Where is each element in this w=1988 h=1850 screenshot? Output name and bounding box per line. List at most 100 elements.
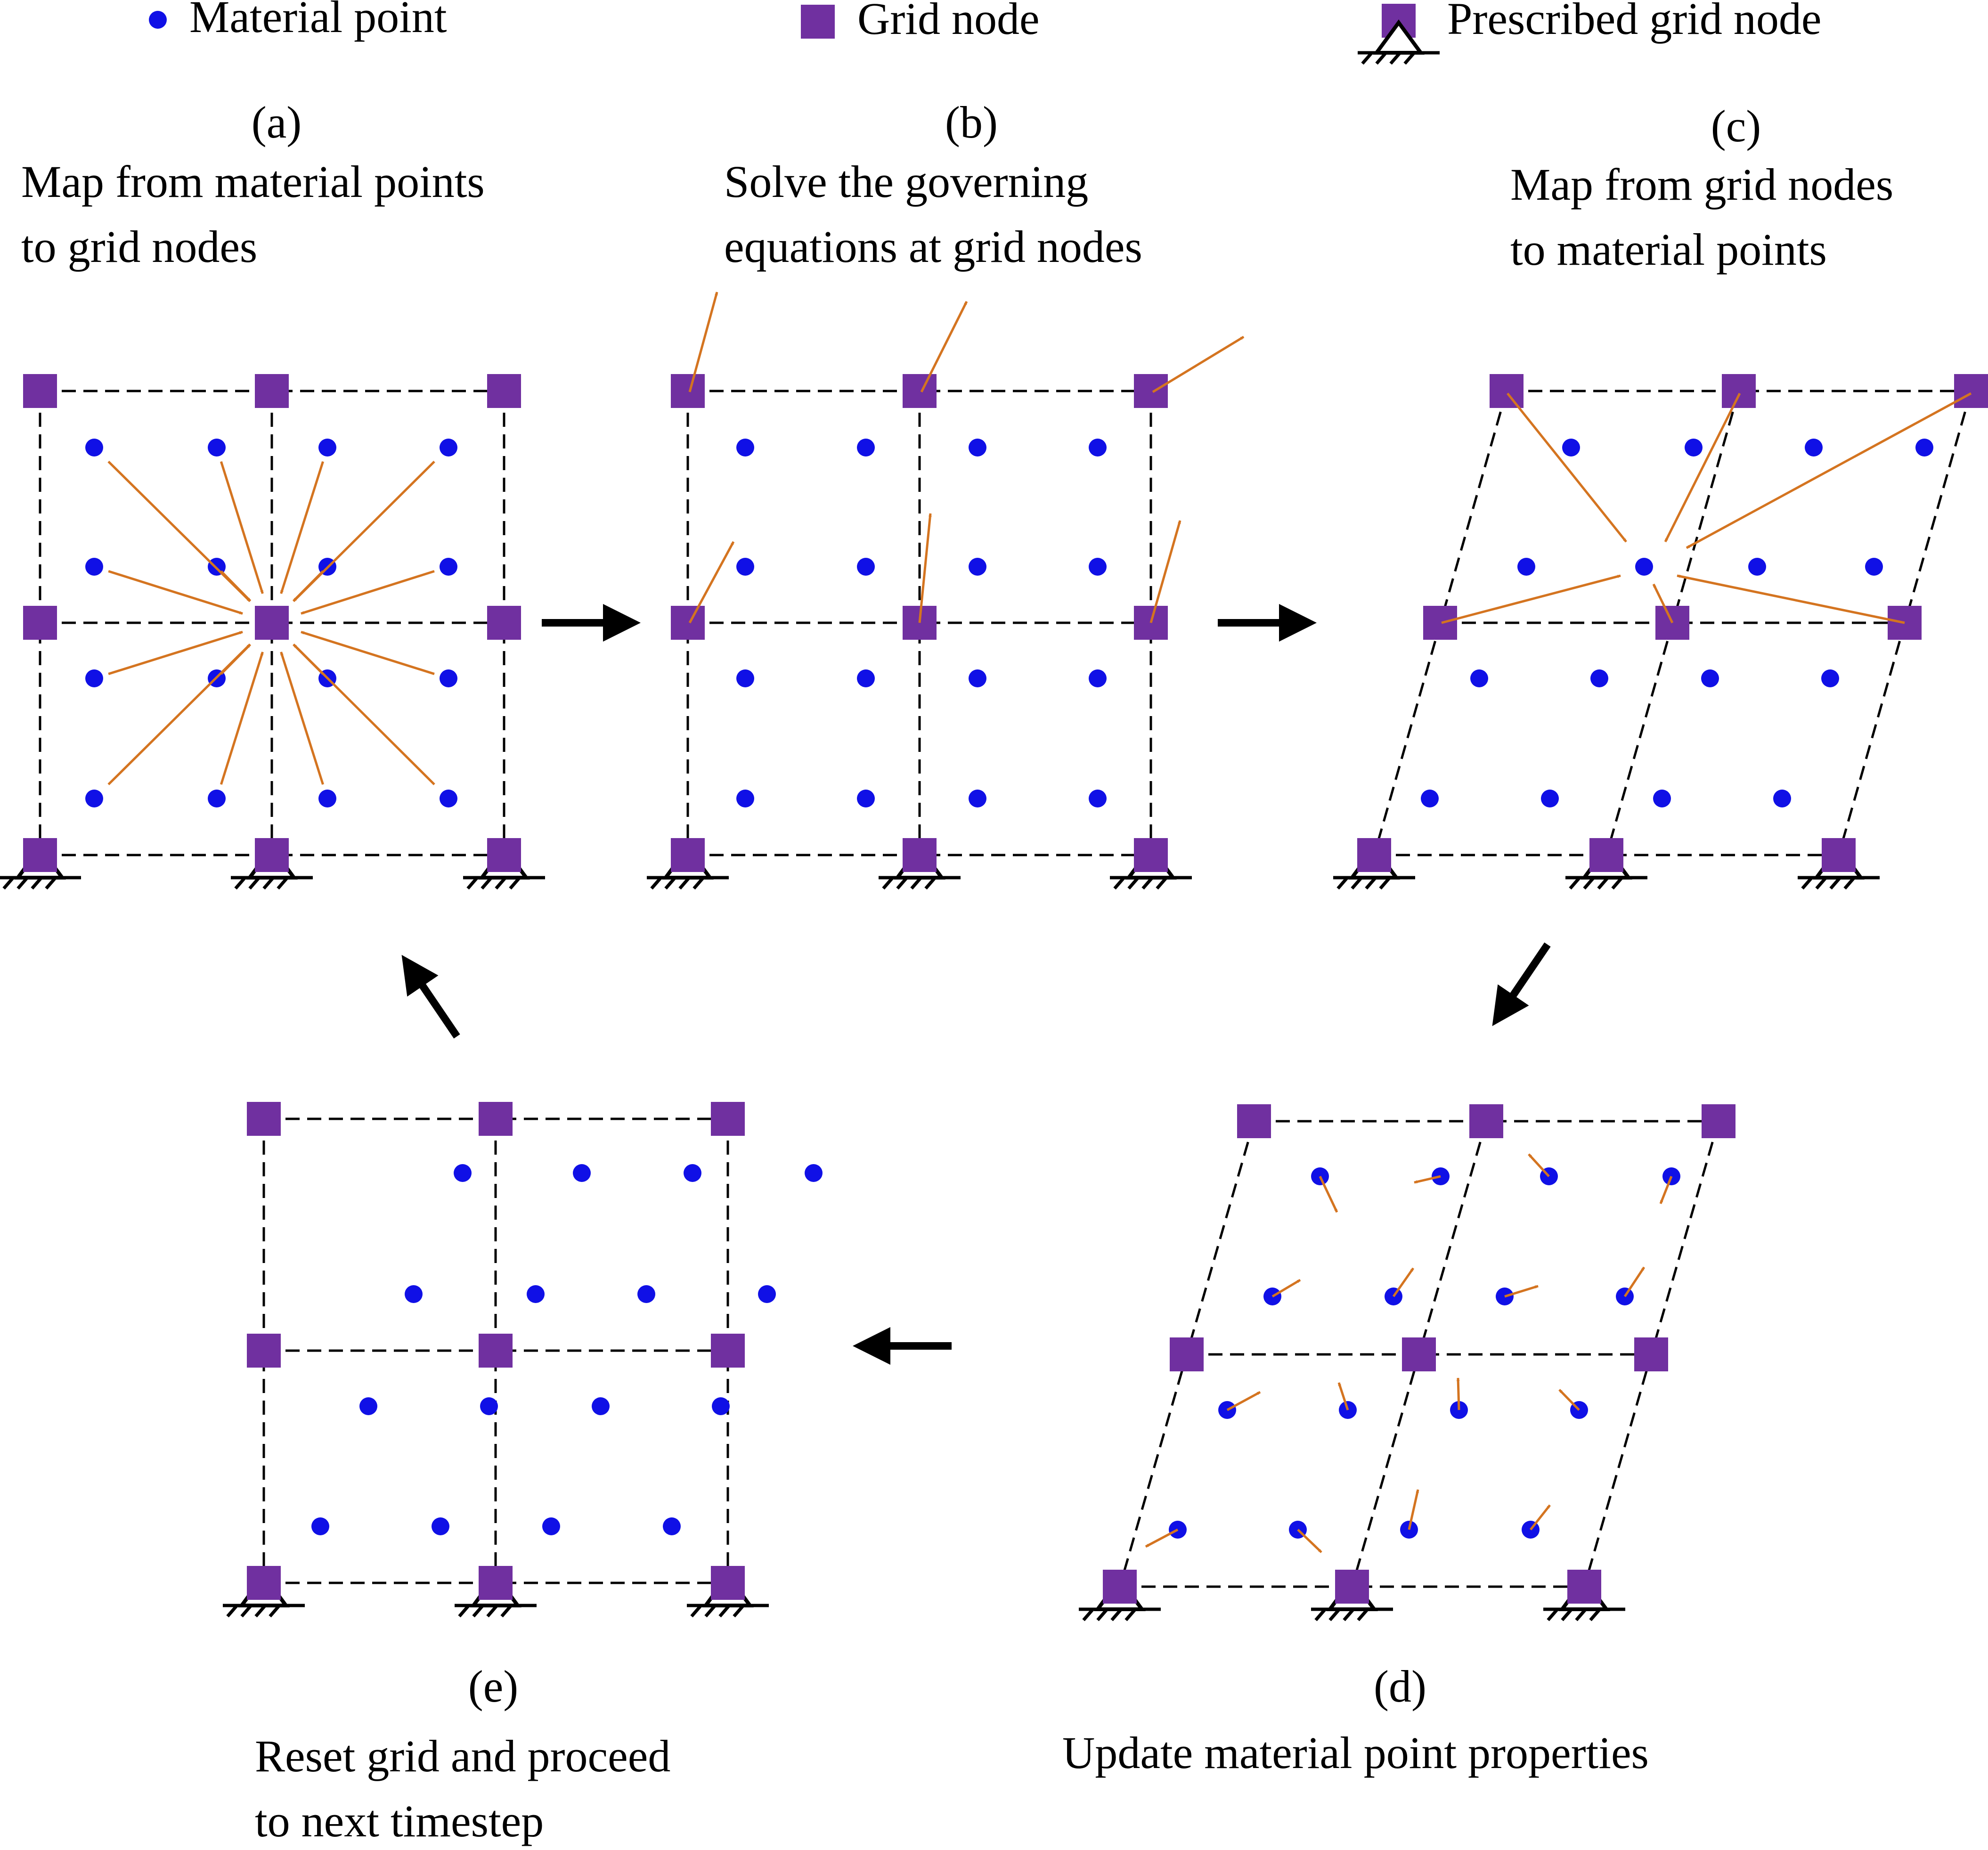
material-point <box>311 1517 329 1535</box>
grid-node <box>487 374 521 408</box>
legend-material-point-icon <box>149 11 167 29</box>
grid-node <box>1134 374 1168 408</box>
material-point <box>432 1517 449 1535</box>
panel-b-caption-line-2: equations at grid nodes <box>724 221 1142 272</box>
grid-node <box>255 606 289 640</box>
grid-node <box>903 374 937 408</box>
mapping-arrow <box>108 570 243 615</box>
material-point <box>1562 439 1580 456</box>
grid-node <box>1402 1337 1436 1371</box>
material-point <box>1089 669 1107 687</box>
mapping-arrow <box>1226 1391 1261 1411</box>
mapping-arrow <box>292 570 324 602</box>
panel-e-label: (e) <box>468 1661 519 1711</box>
legend-grid-node-label: Grid node <box>857 0 1040 44</box>
grid-node <box>1954 374 1988 408</box>
grid-node <box>479 1102 513 1136</box>
material-point <box>592 1397 610 1415</box>
material-point <box>1089 790 1107 807</box>
material-point <box>440 669 457 687</box>
material-point <box>712 1397 730 1415</box>
mapping-arrow <box>1530 1504 1551 1531</box>
grid-node <box>247 1566 281 1600</box>
grid-node <box>1822 838 1856 872</box>
material-point <box>542 1517 560 1535</box>
material-point <box>1541 790 1559 807</box>
panel-b-diagram <box>647 292 1245 890</box>
material-point <box>969 790 986 807</box>
mapping-arrow <box>1319 1175 1338 1213</box>
grid-node <box>255 374 289 408</box>
mapping-arrow <box>1152 335 1245 393</box>
legend-prescribed-grid-node-icon <box>1358 4 1440 65</box>
panel-c-label: (c) <box>1711 101 1761 151</box>
grid-node <box>1357 838 1391 872</box>
material-point <box>969 669 986 687</box>
flow-arrow-e-to-a <box>401 954 460 1039</box>
panel-a-label: (a) <box>252 97 302 147</box>
material-point <box>857 558 875 576</box>
material-point <box>573 1164 591 1182</box>
panel-c-caption-line-2: to material points <box>1510 224 1827 275</box>
grid-node <box>1469 1104 1503 1138</box>
material-point <box>857 669 875 687</box>
material-point <box>1470 669 1488 687</box>
material-point <box>1748 558 1766 576</box>
flow-arrow-c-to-d <box>1492 942 1551 1027</box>
material-point <box>969 558 986 576</box>
mapping-arrow <box>1677 574 1905 624</box>
grid-node <box>23 374 57 408</box>
material-point <box>857 790 875 807</box>
panel-d-label: (d) <box>1374 1661 1426 1711</box>
mapping-arrow <box>1664 392 1741 543</box>
grid-node <box>479 1566 513 1600</box>
material-point <box>1915 439 1933 456</box>
mapping-arrow <box>918 513 932 623</box>
material-point <box>1653 790 1671 807</box>
material-point <box>758 1285 776 1303</box>
material-point <box>969 439 986 456</box>
mapping-arrow <box>1149 520 1181 623</box>
mapping-arrow <box>220 652 264 785</box>
panel-d-caption-line-1: Update material point properties <box>1062 1728 1649 1778</box>
process-flow-arrows <box>401 604 1551 1365</box>
material-point <box>736 790 754 807</box>
grid-node <box>1702 1104 1735 1138</box>
grid-node <box>1237 1104 1271 1138</box>
panel-c-diagram <box>1333 374 1988 890</box>
panel-b-label: (b) <box>945 97 998 147</box>
grid-node <box>711 1334 745 1368</box>
material-point <box>684 1164 701 1182</box>
material-point <box>736 558 754 576</box>
material-point <box>663 1517 681 1535</box>
panel-b-caption-line-1: Solve the governing <box>724 156 1088 207</box>
mapping-arrow <box>1528 1153 1550 1177</box>
material-point <box>440 790 457 807</box>
mapping-arrow <box>1297 1529 1322 1553</box>
mapping-arrow <box>1337 1382 1349 1410</box>
grid-node <box>671 374 705 408</box>
material-point <box>480 1397 498 1415</box>
mapping-arrow <box>1652 583 1674 624</box>
mapping-arrow <box>107 643 251 785</box>
mapping-arrow <box>301 631 435 675</box>
grid-node <box>1722 374 1756 408</box>
material-point <box>359 1397 377 1415</box>
grid-node <box>1134 838 1168 872</box>
grid-node <box>1567 1570 1601 1604</box>
mapping-arrow <box>1504 1285 1539 1298</box>
grid-node <box>255 838 289 872</box>
material-point <box>637 1285 655 1303</box>
mapping-arrow <box>108 631 243 675</box>
mapping-arrow <box>688 292 718 392</box>
material-point <box>1821 669 1839 687</box>
material-point <box>454 1164 472 1182</box>
grid-node <box>1634 1337 1668 1371</box>
material-point <box>1865 558 1883 576</box>
mapping-arrow <box>1686 392 1972 549</box>
panel-e-caption-line-2: to next timestep <box>255 1796 544 1846</box>
grid-node <box>671 838 705 872</box>
material-point <box>318 790 336 807</box>
material-point <box>208 790 226 807</box>
material-point <box>440 439 457 456</box>
